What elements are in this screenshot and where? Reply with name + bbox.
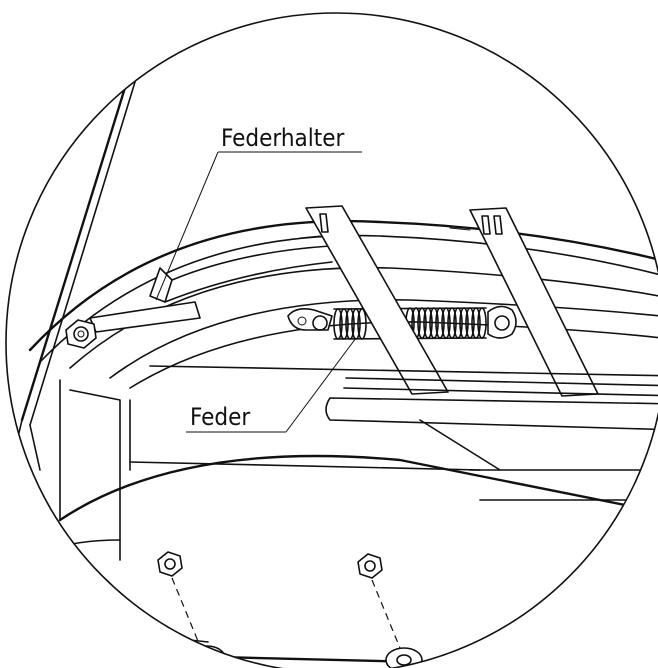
spring-part — [287, 305, 517, 340]
label-spring-holder: Federhalter — [221, 124, 345, 152]
detail-circle — [5, 12, 658, 668]
leader-spring-holder — [155, 151, 362, 301]
label-spring: Feder — [190, 403, 250, 431]
rails — [149, 365, 658, 431]
lower-housing — [29, 379, 658, 561]
nut-right — [357, 553, 401, 649]
hanger-strap-left — [305, 205, 449, 395]
bolt-left — [65, 319, 97, 349]
side-panel — [7, 76, 136, 481]
detail-content — [7, 76, 658, 668]
spring-holder-part — [89, 245, 333, 333]
bottom-plate — [176, 639, 658, 668]
nut-left — [157, 551, 201, 647]
leader-spring — [186, 337, 357, 433]
